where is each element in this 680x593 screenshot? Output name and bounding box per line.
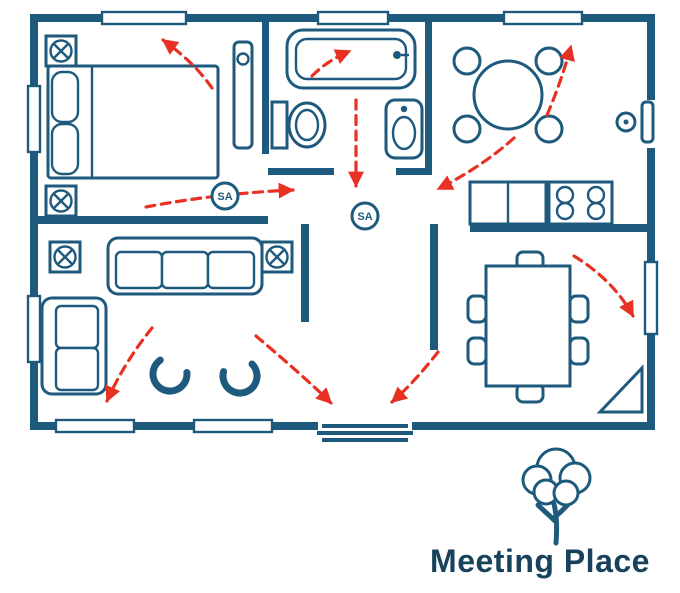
chair-icon: [534, 114, 564, 144]
bathtub-icon: [285, 28, 417, 90]
smoke-alarm-icon: SA: [350, 201, 380, 231]
loveseat-icon: [40, 296, 108, 396]
circled-x-symbol-icon: [48, 240, 82, 274]
circled-x-symbol-icon: [260, 240, 294, 274]
kitchen-furniture: [468, 180, 614, 226]
pillow-icon: [50, 70, 80, 124]
windows: [26, 10, 659, 434]
chair-icon: [452, 114, 482, 144]
round-table-icon: [472, 59, 544, 131]
bed-icon: [46, 64, 220, 180]
toilet-icon: [270, 100, 327, 150]
escape-route-arrow-icon: [144, 182, 295, 209]
escape-route-arrow-icon: [390, 350, 440, 404]
door-icon: [640, 100, 655, 144]
pillow-icon: [50, 122, 80, 176]
corner-shelf-icon: [596, 364, 644, 414]
window-icon: [643, 260, 659, 336]
circled-x-symbol-icon: [44, 34, 78, 68]
window-icon: [100, 10, 188, 26]
window-icon: [26, 84, 42, 154]
right-side-door: [615, 100, 655, 144]
escape-route-arrow-icon: [105, 326, 154, 403]
escape-route-arrow-icon: [436, 136, 516, 191]
meeting-place: Meeting Place: [430, 447, 650, 579]
meeting-place-label: Meeting Place: [430, 543, 650, 579]
window-icon: [26, 294, 42, 364]
chair-icon: [466, 336, 488, 366]
living-room-furniture: [40, 236, 264, 397]
escape-route-arrow-icon: [572, 254, 635, 318]
circled-x-symbols: [44, 34, 294, 274]
stove-burners-icon: [547, 180, 614, 226]
door-handle-icon: [615, 111, 637, 133]
chair-icon: [452, 46, 482, 76]
sofa-icon: [106, 236, 264, 296]
chair-icon: [466, 294, 488, 324]
window-icon: [502, 10, 584, 26]
dining-room-furniture: [466, 250, 644, 414]
outer-walls: [30, 14, 655, 430]
smoke-alarm-label: SA: [357, 211, 372, 223]
door-leaf-icon: [232, 40, 254, 150]
escape-route-arrow-icon: [545, 44, 575, 117]
sink-icon: [384, 98, 424, 160]
kitchen-counter-icon: [468, 180, 548, 226]
escape-route-arrow-icon: [254, 334, 333, 405]
smoke-alarm-icon: SA: [210, 181, 240, 211]
escape-route-arrow-icon: [161, 38, 214, 90]
chair-icon: [568, 294, 590, 324]
interior-walls: [38, 22, 655, 350]
bedroom-furniture: [46, 64, 220, 180]
escape-route-arrow-icon: [310, 49, 352, 78]
entry-door-icon: [317, 424, 413, 442]
circled-x-symbol-icon: [44, 184, 78, 218]
dining-table-icon: [484, 264, 572, 388]
smoke-alarm-label: SA: [217, 191, 232, 203]
chair-icon: [534, 46, 564, 76]
window-icon: [316, 10, 390, 26]
window-icon: [54, 418, 136, 434]
tree-icon: [521, 447, 592, 546]
armchair-icon: [149, 356, 191, 395]
armchair-icon: [219, 360, 261, 397]
chair-icon: [568, 336, 590, 366]
window-icon: [192, 418, 274, 434]
escape-routes: [105, 38, 635, 405]
breakfast-room-furniture: [452, 46, 564, 144]
